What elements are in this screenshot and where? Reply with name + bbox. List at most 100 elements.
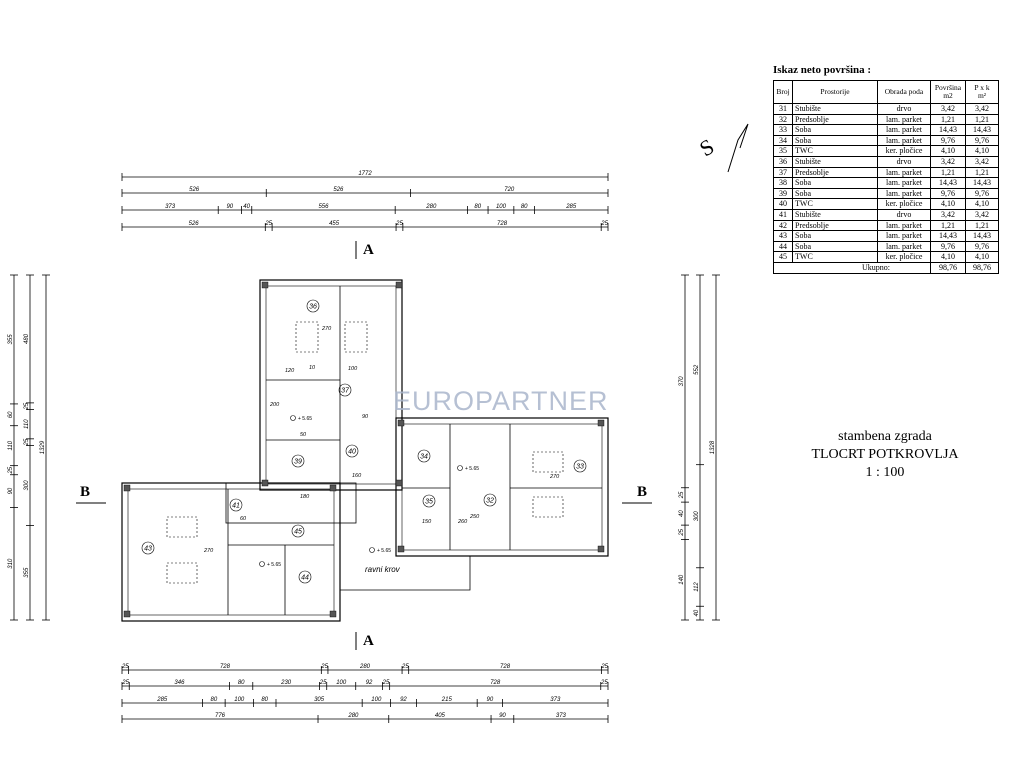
cell-pk: 4,10	[965, 251, 999, 263]
column	[395, 479, 403, 487]
bed-outline	[532, 496, 564, 518]
dim-left-2-label: 480	[24, 333, 30, 344]
room-dim: 180	[300, 494, 310, 500]
dim-right-1-label: 370	[679, 376, 685, 387]
dim-bot-2-label: 25	[121, 680, 129, 686]
room-dim: 200	[269, 402, 280, 408]
dim-left-1-label: 60	[8, 411, 14, 418]
room-number-circle	[306, 299, 320, 313]
room-dim: 250	[469, 514, 480, 520]
room-number-circle	[338, 383, 352, 397]
room-number-circle	[483, 493, 497, 507]
caption-plan-name: TLOCRT POTKROVLJA	[811, 447, 959, 462]
wall-north-wing-inner	[265, 285, 397, 485]
dim-bot-1-label: 25	[320, 664, 328, 670]
dim-top-3-label: 40	[243, 204, 250, 210]
dim-right-1-label: 25	[679, 491, 685, 499]
col-pk-unit: m²	[977, 91, 987, 100]
column	[397, 419, 405, 427]
bed-outline	[344, 321, 368, 353]
dim-bot-1-label: 280	[359, 664, 371, 670]
dim-left-2-label: 355	[24, 567, 30, 578]
total-pk: 98,76	[965, 261, 999, 274]
room-number-circle	[291, 454, 305, 468]
section-a-bottom: A	[363, 633, 374, 649]
dim-bot-1-label: 728	[220, 664, 231, 670]
dim-top-4-label: 455	[329, 221, 340, 227]
dim-top-4-label: 25	[600, 221, 608, 227]
room-dim: 90	[362, 414, 369, 420]
caption-building: stambena zgrada	[838, 429, 932, 444]
dim-top-1-label: 1772	[358, 171, 372, 177]
dim-bot-3-label: 80	[210, 697, 217, 703]
dim-top-3-label: 80	[521, 204, 528, 210]
dim-right-2-label: 112	[694, 582, 700, 592]
dim-bot-3-label: 80	[261, 697, 268, 703]
dim-top-2-label: 526	[189, 187, 200, 193]
level-label: + 5.65	[298, 416, 312, 422]
dim-left-1-label: 110	[8, 440, 14, 450]
dim-top-4-label: 25	[264, 221, 272, 227]
wall-east-wing	[395, 417, 609, 557]
room-dim: 60	[240, 516, 247, 522]
level-label: + 5.65	[377, 548, 391, 554]
dim-left-2-label: 25	[24, 438, 30, 446]
level-mark	[259, 561, 265, 567]
dim-bot-2-label: 25	[600, 680, 608, 686]
dim-bot-2-label: 80	[238, 680, 245, 686]
wall-core	[225, 482, 357, 524]
dim-bot-1-label: 25	[121, 664, 129, 670]
column	[123, 484, 131, 492]
room-number: 32	[486, 498, 494, 505]
room-number: 36	[309, 304, 317, 311]
dim-left-2-label: 300	[24, 480, 30, 491]
drawing-caption: stambena zgrada TLOCRT POTKROVLJA 1 : 10…	[800, 428, 970, 482]
bed-outline	[532, 451, 564, 473]
dim-top-2-label: 720	[504, 187, 515, 193]
column	[395, 281, 403, 289]
caption-scale: 1 : 100	[865, 465, 905, 480]
dim-bot-3-label: 285	[156, 697, 168, 703]
room-dim: 260	[457, 519, 468, 525]
dim-bot-4-label: 776	[215, 713, 226, 719]
dimension-lines	[10, 173, 720, 723]
dim-bot-2-label: 230	[280, 680, 292, 686]
dim-right-2-label: 300	[694, 511, 700, 522]
level-mark	[369, 547, 375, 553]
dim-top-3-label: 556	[318, 204, 329, 210]
room-number-circle	[291, 524, 305, 538]
dim-left-1-label: 90	[8, 487, 14, 494]
column	[597, 545, 605, 553]
room-number: 40	[348, 449, 356, 456]
dim-bot-3-label: 90	[487, 697, 494, 703]
dim-right-2-label: 40	[694, 609, 700, 616]
dim-bot-1-label: 728	[500, 664, 511, 670]
room-number-circle	[141, 541, 155, 555]
dim-bot-4-label: 90	[499, 713, 506, 719]
dim-left-2-label: 25	[24, 402, 30, 410]
dim-bot-4-label: 280	[347, 713, 359, 719]
column	[261, 281, 269, 289]
level-label: + 5.65	[267, 562, 281, 568]
col-area-label: Površina	[934, 83, 962, 92]
wall-north-wing	[259, 279, 403, 491]
dim-bot-2-label: 25	[382, 680, 390, 686]
room-number: 37	[341, 388, 350, 395]
section-b-right: B	[637, 484, 647, 500]
dim-bot-4-label: 373	[556, 713, 567, 719]
wall-west-wing-inner	[127, 488, 335, 616]
dim-right-1-label: 140	[679, 574, 685, 585]
room-number: 33	[576, 464, 584, 471]
dim-left-3-label: 1329	[40, 440, 46, 454]
dim-bot-1-label: 25	[401, 664, 409, 670]
room-number-circle	[422, 494, 436, 508]
col-pk-label: P x k	[974, 83, 990, 92]
dim-right-3-label: 1328	[710, 440, 716, 454]
area-table-title: Iskaz neto površina :	[773, 64, 872, 76]
room-number-circle	[417, 449, 431, 463]
